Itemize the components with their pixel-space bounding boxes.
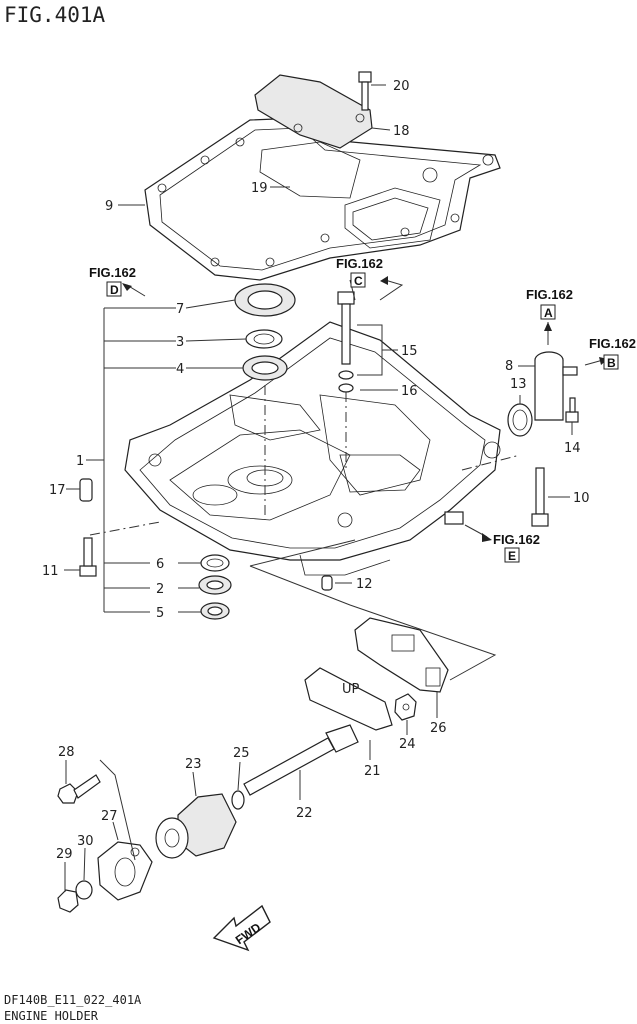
bolt-22 [243, 724, 359, 796]
drawing-code: DF140B_E11_022_401A [4, 993, 142, 1007]
fig-ref-b-id: B [607, 356, 616, 370]
part-label-15: 15 [401, 344, 418, 359]
bracket-27 [97, 841, 153, 901]
part-label-25: 25 [233, 746, 250, 761]
part-label-18: 18 [393, 124, 410, 139]
part-label-21: 21 [364, 764, 381, 779]
bolt-15 [337, 291, 355, 365]
bolt-11 [79, 537, 97, 577]
part-label-11: 11 [42, 564, 59, 579]
bearing-2 [198, 575, 232, 595]
part-label-22: 22 [296, 806, 313, 821]
seal-6 [200, 554, 230, 572]
bolt-20 [358, 71, 372, 111]
bracket-26 [354, 617, 449, 693]
centerlines [89, 279, 604, 681]
part-label-28: 28 [58, 745, 75, 760]
o-ring-13 [507, 403, 533, 437]
part-label-16: 16 [401, 384, 418, 399]
fig-ref-d-text: FIG.162 [89, 265, 136, 280]
nut-24 [394, 693, 417, 721]
part-label-7: 7 [176, 302, 184, 317]
fig-ref-a[interactable]: FIG.162 A [526, 287, 573, 320]
up-stamp: UP [342, 682, 360, 697]
part-label-3: 3 [176, 335, 184, 350]
fig-ref-a-id: A [544, 306, 553, 320]
part-label-19: 19 [251, 181, 268, 196]
nut-29 [57, 889, 79, 913]
cover-plate-18 [254, 74, 373, 149]
plate-21: UP [304, 667, 393, 731]
part-label-6: 6 [156, 557, 164, 572]
fig-ref-b[interactable]: FIG.162 B [589, 336, 636, 370]
fig-ref-e[interactable]: FIG.162 E [493, 532, 540, 563]
part-label-13: 13 [510, 377, 527, 392]
drawing-name: ENGINE HOLDER [4, 1009, 99, 1023]
fig-ref-d[interactable]: FIG.162 D [89, 265, 136, 297]
part-label-8: 8 [505, 359, 513, 374]
part-label-2: 2 [156, 582, 164, 597]
fig-ref-e-id: E [508, 549, 516, 563]
mount-23 [155, 793, 237, 859]
pin-17 [79, 478, 93, 502]
part-label-23: 23 [185, 757, 202, 772]
part-label-24: 24 [399, 737, 416, 752]
bolt-14 [565, 397, 579, 423]
bolt-28 [57, 774, 101, 804]
part-label-12: 12 [356, 577, 373, 592]
part-labels: 1 2 3 4 5 6 7 8 9 10 11 12 13 14 15 16 1… [42, 79, 590, 862]
washer-30 [75, 880, 93, 900]
part-label-5: 5 [156, 606, 164, 621]
fig-ref-c-text: FIG.162 [336, 256, 383, 271]
fig-ref-d-id: D [110, 283, 119, 297]
part-label-4: 4 [176, 362, 184, 377]
fig-ref-a-text: FIG.162 [526, 287, 573, 302]
part-label-30: 30 [77, 834, 94, 849]
gasket-9 [144, 117, 501, 281]
part-label-29: 29 [56, 847, 73, 862]
seal-4 [242, 355, 288, 381]
part-label-1: 1 [76, 454, 84, 469]
fig-ref-c[interactable]: FIG.162 C [336, 256, 383, 288]
fitting-8 [534, 351, 578, 421]
pin-12 [321, 575, 333, 591]
bearing-5 [200, 602, 230, 620]
fig-ref-e-text: FIG.162 [493, 532, 540, 547]
part-label-17: 17 [49, 483, 66, 498]
fwd-arrow: FWD [212, 904, 271, 952]
washer-25 [231, 790, 245, 810]
part-label-20: 20 [393, 79, 410, 94]
part-label-27: 27 [101, 809, 118, 824]
part-label-26: 26 [430, 721, 447, 736]
part-label-9: 9 [105, 199, 113, 214]
bearing-7 [234, 283, 296, 317]
engine-holder-1 [124, 321, 501, 576]
seal-3 [245, 329, 283, 349]
part-label-10: 10 [573, 491, 590, 506]
figure-title: FIG.401A [4, 3, 106, 27]
fig-ref-b-text: FIG.162 [589, 336, 636, 351]
bolt-10 [531, 467, 549, 527]
fig-ref-c-id: C [354, 274, 363, 288]
part-label-14: 14 [564, 441, 581, 456]
leader-lines [64, 84, 573, 892]
